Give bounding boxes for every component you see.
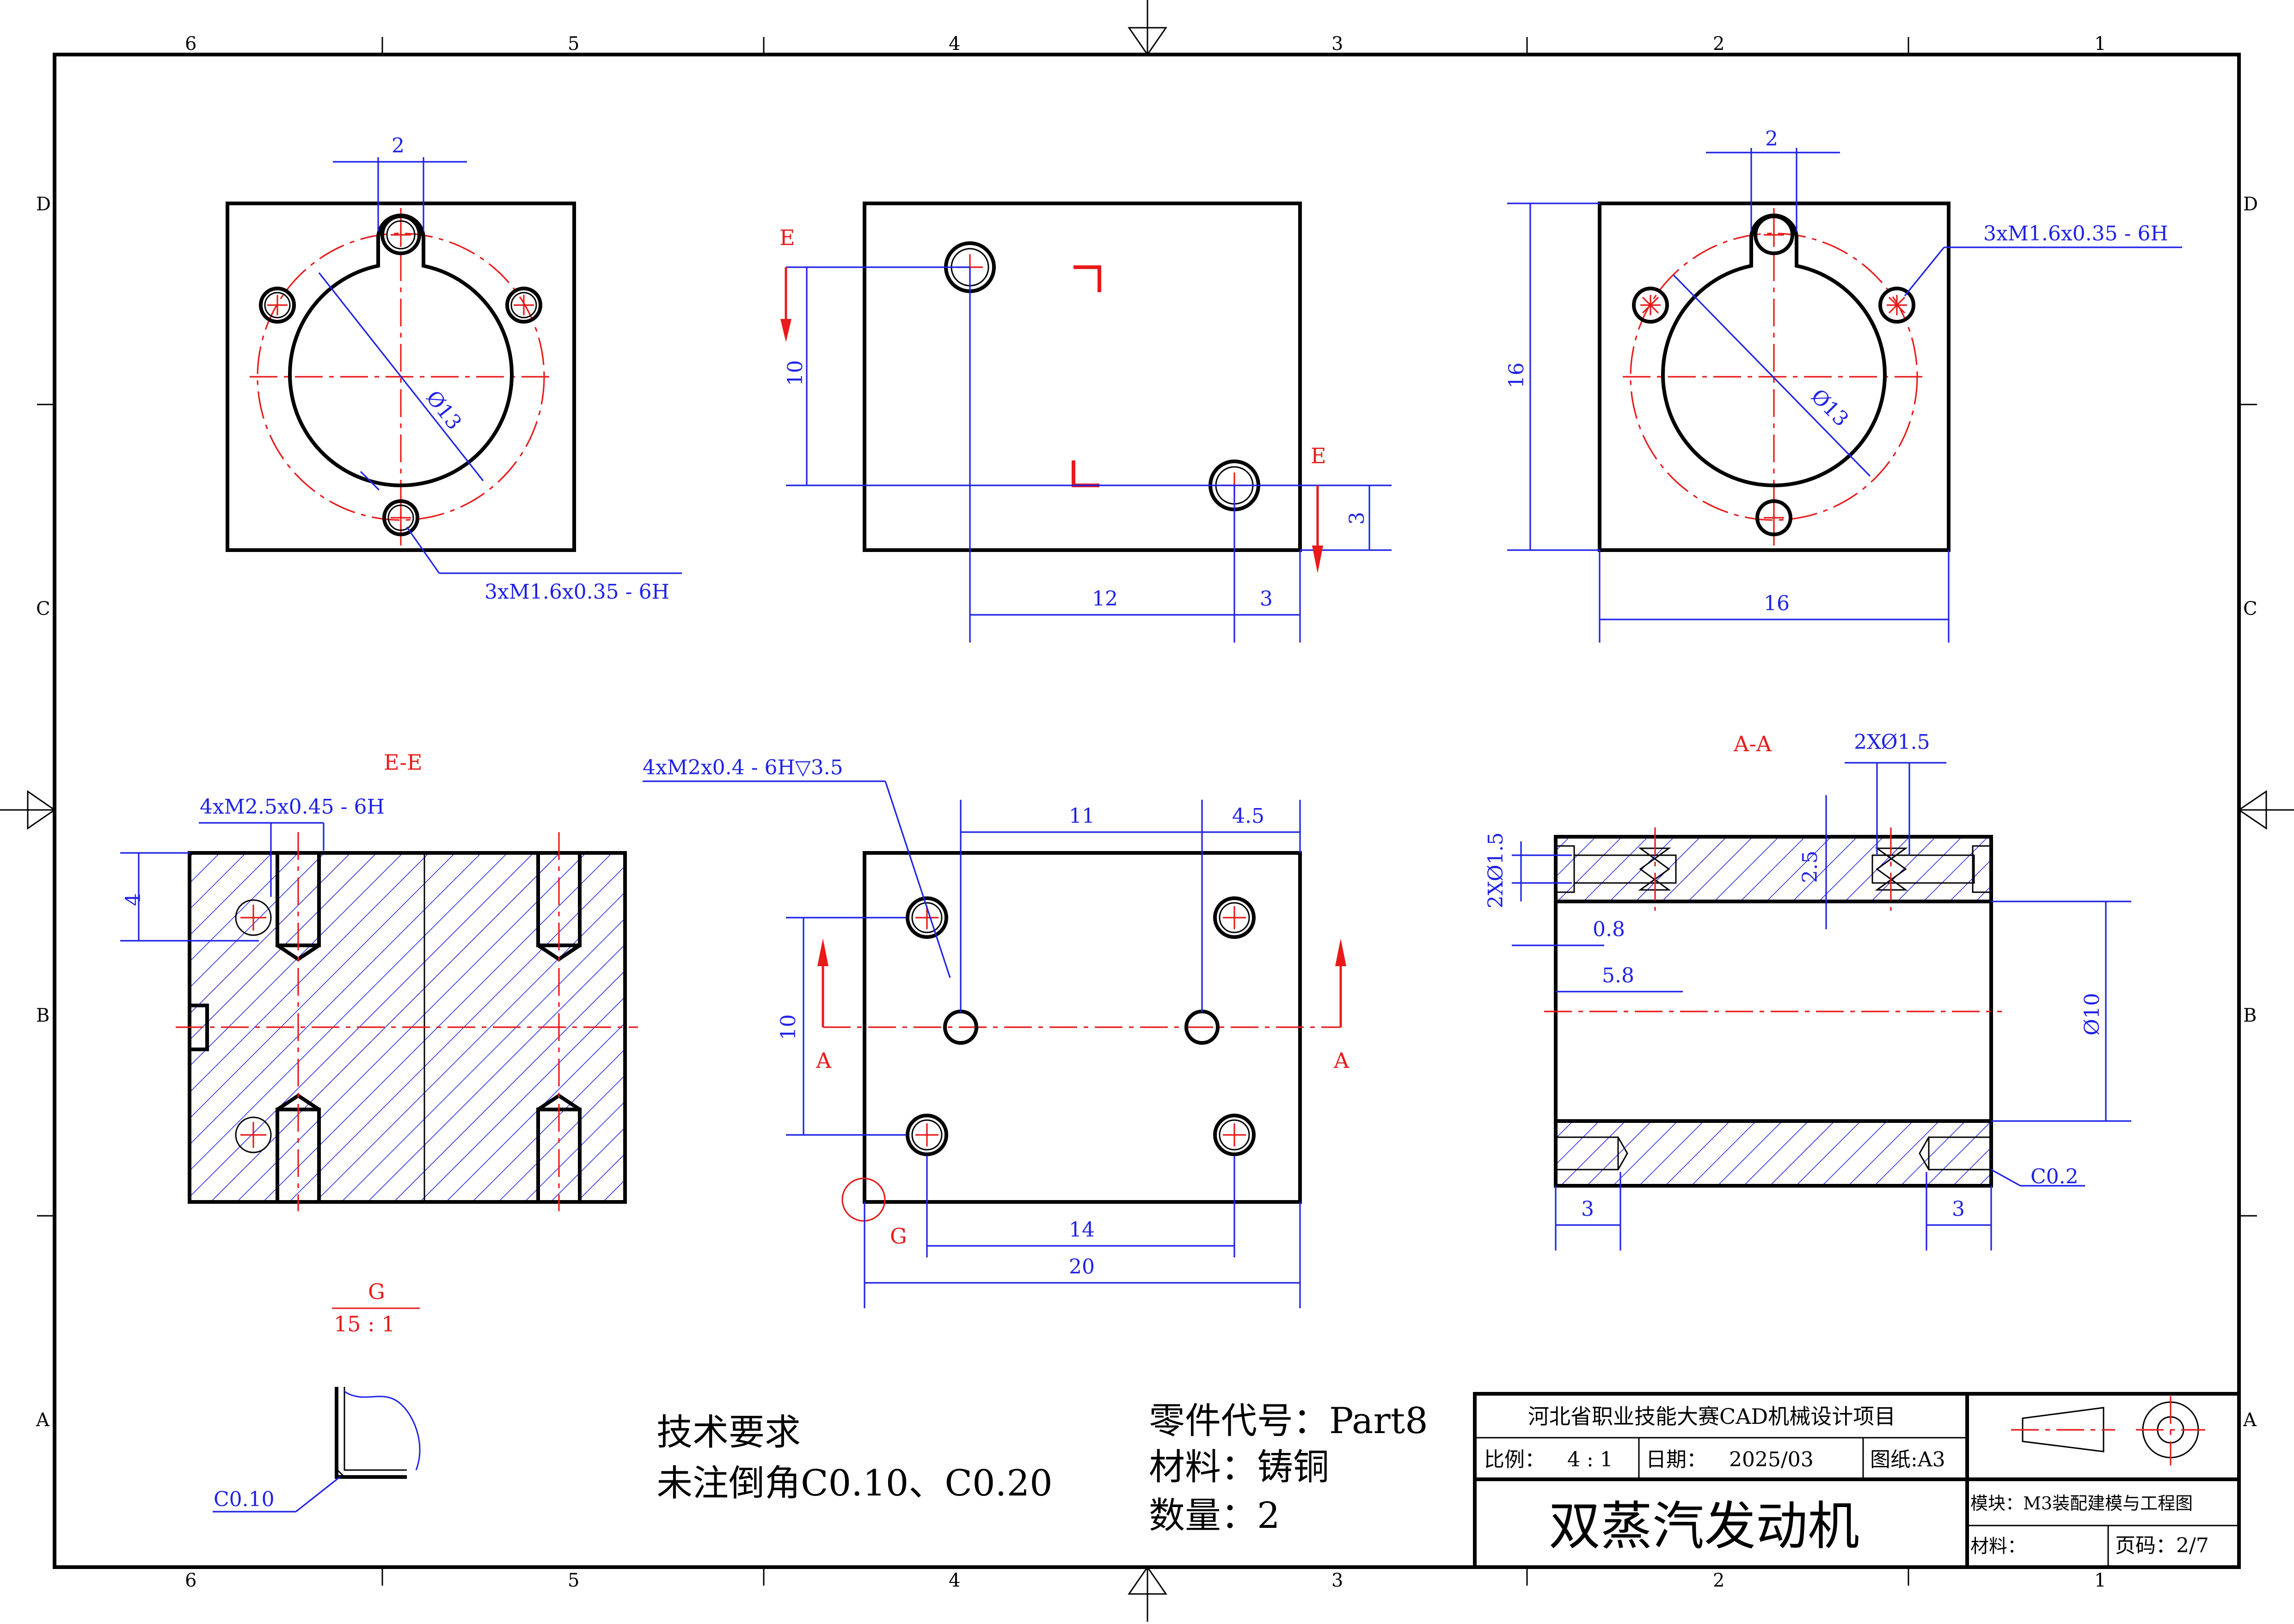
dim-slot-width-rear: 2 — [1765, 127, 1778, 151]
section-mark-e-top: E — [779, 225, 795, 250]
section-title-aa: A-A — [1733, 731, 1772, 756]
paper-size: 图纸:A3 — [1870, 1448, 1945, 1471]
tech-requirements-line: 未注倒角C0.10、C0.20 — [656, 1463, 1053, 1504]
zone-right-a: A — [2243, 1410, 2257, 1431]
dim-crosshole-depth-2-5: 2.5 — [1798, 851, 1822, 883]
zone-left-c: C — [36, 598, 50, 619]
view-front-flange: 2 Ø13 3xM1.6x0.35 - 6H — [226, 134, 682, 604]
section-mark-a-left: A — [816, 1048, 832, 1073]
dim-crosshole-diameter-side: 2XØ1.5 — [1484, 832, 1508, 908]
dim-thread-callout-bottom: 4xM2x0.4 - 6H▽3.5 — [643, 756, 843, 779]
dim-bore-diameter-10: Ø10 — [2080, 993, 2104, 1036]
title-block: 河北省职业技能大赛CAD机械设计项目 比例： 4 : 1 日期： 2025/03… — [1473, 1392, 2241, 1569]
dim-offset-0-8: 0.8 — [1593, 918, 1625, 941]
detail-chamfer-c0-10: C0.10 — [214, 1488, 275, 1511]
zone-left-a: A — [36, 1410, 50, 1431]
detail-scale: 15 : 1 — [334, 1311, 395, 1336]
module-name: 模块：M3装配建模与工程图 — [1970, 1493, 2193, 1514]
zone-top-5: 5 — [568, 33, 579, 55]
dim-thread-callout-rear: 3xM1.6x0.35 - 6H — [1983, 222, 2168, 245]
dim-width-16: 16 — [1764, 592, 1790, 615]
dim-thread-depth-right: 3 — [1952, 1197, 1965, 1221]
zone-bottom-6: 6 — [185, 1570, 196, 1591]
view-detail-g: G 15 : 1 C0.10 — [213, 1279, 421, 1513]
view-section-ee: E-E 4xM2.5x0.45 - 6H 4 — [120, 750, 638, 1211]
dim-hole-edge-offset-x: 3 — [1260, 587, 1273, 611]
dim-hole-edge-offset-y: 3 — [1345, 512, 1369, 525]
view-rear-flange: 2 16 16 Ø13 3xM1.6x0.35 - 6H — [1505, 127, 2182, 643]
page-number: 页码：2/7 — [2115, 1534, 2209, 1557]
scale-label: 比例： — [1484, 1448, 1545, 1471]
zone-top-2: 2 — [1713, 33, 1724, 55]
zone-bottom-5: 5 — [568, 1570, 579, 1591]
zone-bottom-2: 2 — [1713, 1570, 1724, 1591]
zone-top-3: 3 — [1331, 33, 1343, 55]
section-title-ee: E-E — [384, 750, 423, 775]
zone-top-1: 1 — [2094, 33, 2106, 55]
dim-thread-depth-left: 3 — [1581, 1197, 1594, 1221]
technical-notes: 技术要求 未注倒角C0.10、C0.20 零件代号：Part8 材料：铸铜 数量… — [656, 1400, 1428, 1537]
detail-mark-g: G — [890, 1224, 907, 1249]
dim-hole-spacing-10: 10 — [777, 1014, 800, 1040]
zone-right-c: C — [2243, 598, 2257, 619]
view-section-aa: A-A 2XØ1.5 2XØ1.5 2.5 0.8 5.8 Ø10 C0.2 3… — [1484, 730, 2131, 1250]
view-top-plate: E E 10 12 3 3 — [779, 202, 1392, 643]
dim-hole-spacing-14: 14 — [1069, 1218, 1095, 1242]
dim-slot-width: 2 — [392, 134, 405, 158]
dim-overall-width-20: 20 — [1069, 1255, 1095, 1279]
zone-left-d: D — [36, 194, 51, 215]
zone-bottom-3: 3 — [1331, 1570, 1343, 1591]
dim-height-16: 16 — [1505, 362, 1528, 388]
dim-crosshole-diameter-top: 2XØ1.5 — [1854, 730, 1930, 754]
dim-pin-spacing-11: 11 — [1069, 804, 1095, 828]
detail-title-g: G — [368, 1279, 385, 1304]
date-label: 日期： — [1646, 1448, 1707, 1471]
zone-top-6: 6 — [185, 33, 196, 55]
part-code: 零件代号：Part8 — [1149, 1400, 1428, 1442]
project-name: 河北省职业技能大赛CAD机械设计项目 — [1528, 1404, 1895, 1429]
zone-left-b: B — [36, 1005, 49, 1026]
dim-bore-diameter-rear: Ø13 — [1806, 385, 1853, 431]
dim-pin-offset-4-5: 4.5 — [1232, 804, 1264, 828]
dim-offset-5-8: 5.8 — [1602, 964, 1634, 987]
material-label: 材料： — [1970, 1536, 2026, 1557]
view-bottom-plate: A A G 4xM2x0.4 - 6H▽3.5 11 4.5 10 14 20 — [643, 756, 1349, 1308]
zone-right-b: B — [2243, 1005, 2257, 1026]
zone-labels: 6 5 4 3 2 1 6 5 4 3 2 1 D C B A D C B A — [36, 33, 2258, 1591]
part-name: 双蒸汽发动机 — [1549, 1496, 1859, 1557]
section-mark-a-right: A — [1333, 1048, 1349, 1073]
zone-right-d: D — [2243, 194, 2258, 215]
dim-hole-vertical-spacing: 10 — [784, 360, 807, 386]
section-mark-e-right: E — [1311, 443, 1326, 468]
dim-thread-callout-ee: 4xM2.5x0.45 - 6H — [200, 795, 385, 819]
dim-thread-callout: 3xM1.6x0.35 - 6H — [485, 580, 669, 604]
zone-bottom-4: 4 — [949, 1570, 960, 1591]
tech-requirements-title: 技术要求 — [656, 1412, 801, 1453]
date-value: 2025/03 — [1729, 1448, 1814, 1471]
zone-bottom-1: 1 — [2094, 1570, 2106, 1591]
part-material: 材料：铸铜 — [1149, 1446, 1329, 1488]
scale-value: 4 : 1 — [1567, 1448, 1613, 1471]
zone-top-4: 4 — [949, 33, 960, 55]
dim-hole-horizontal-spacing: 12 — [1092, 587, 1118, 611]
dim-chamfer-c0-2: C0.2 — [2030, 1165, 2079, 1189]
dim-thread-depth-4: 4 — [122, 893, 145, 906]
part-quantity: 数量：2 — [1149, 1495, 1280, 1537]
